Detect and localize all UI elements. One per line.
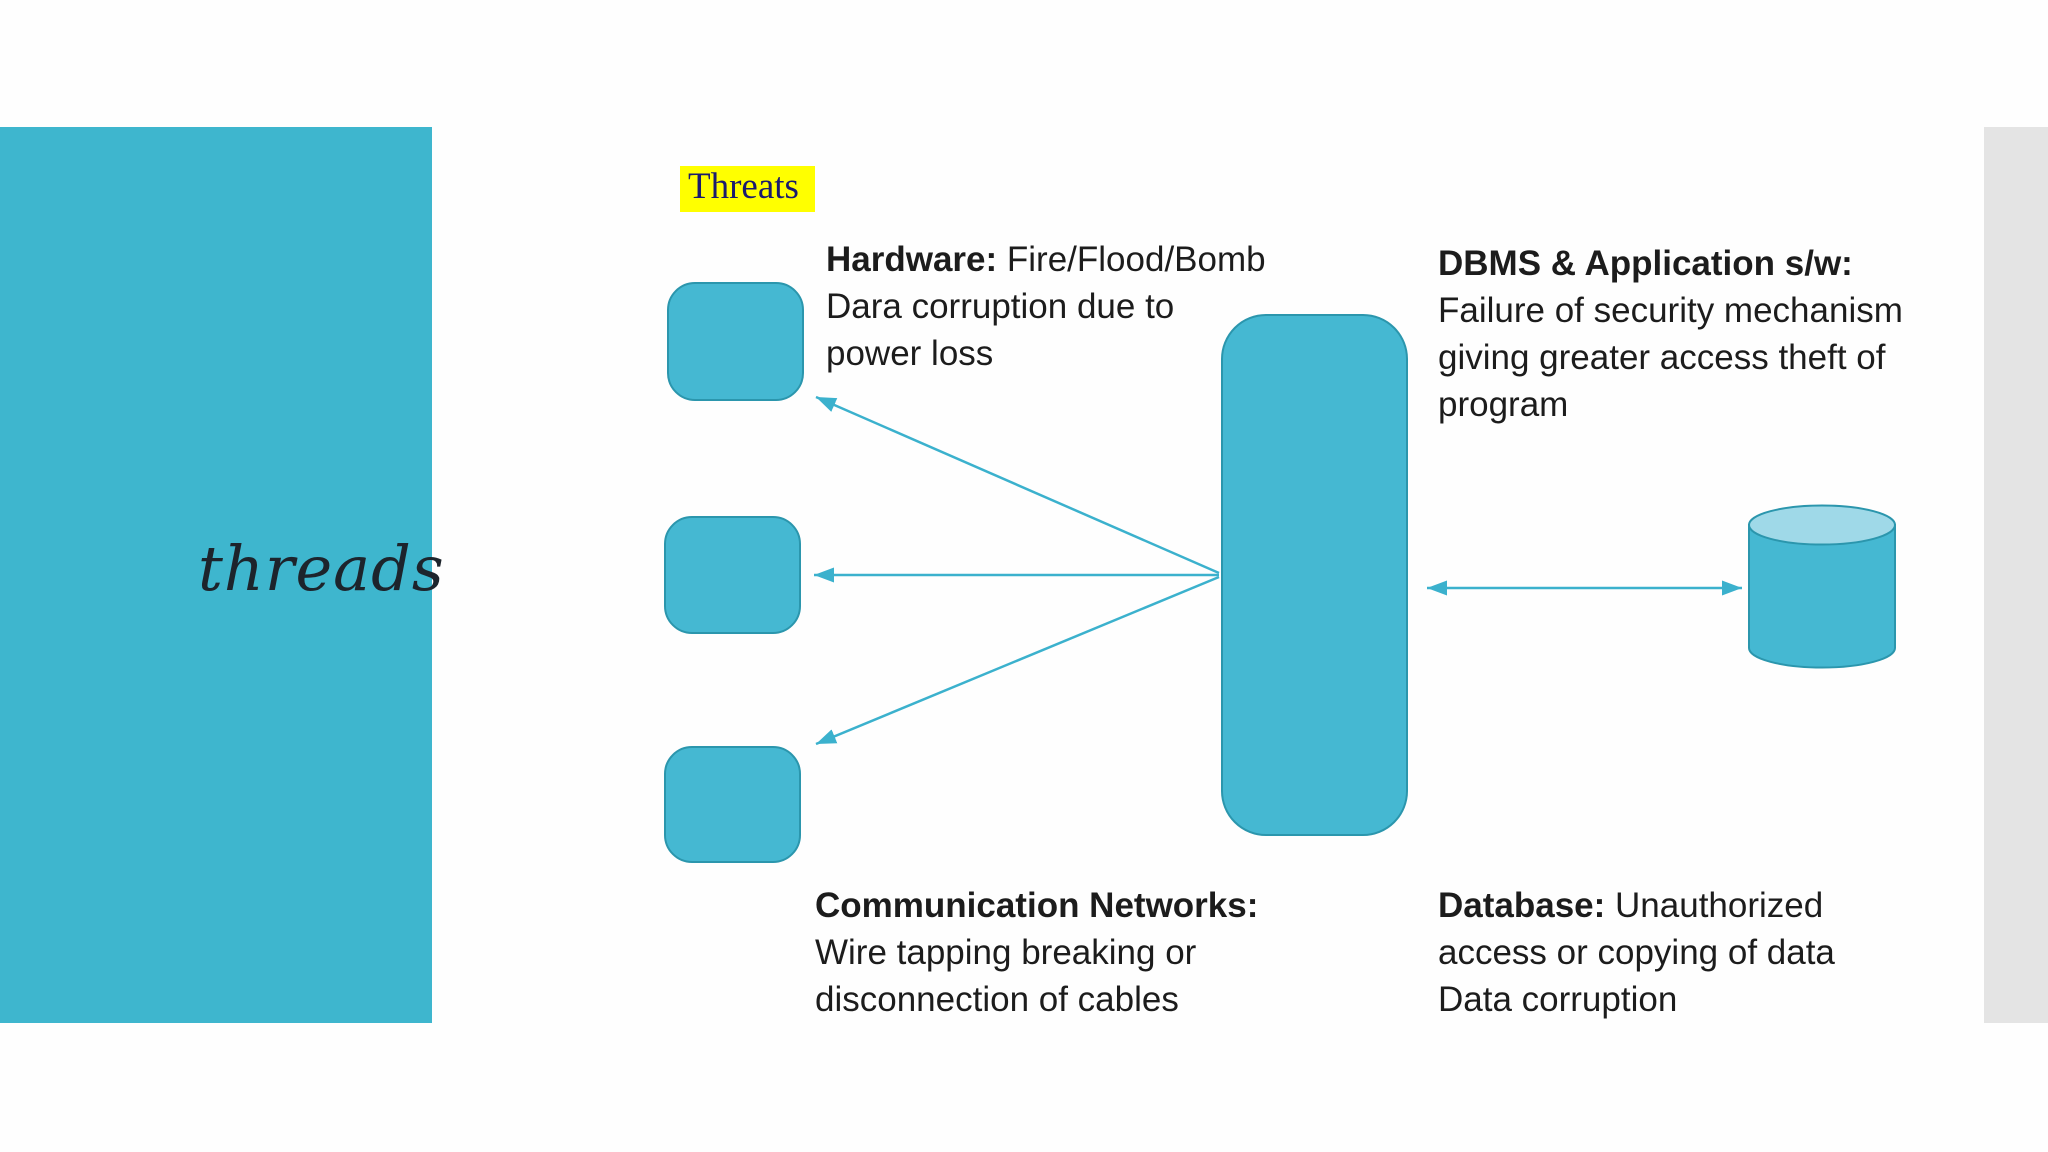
database-line-3: Data corruption — [1438, 980, 1678, 1019]
database-heading-rest: Unauthorized — [1605, 886, 1824, 925]
communication-threat-text: Communication Networks: Wire tapping bre… — [815, 882, 1258, 1023]
dbms-line-4: program — [1438, 385, 1569, 424]
database-line-2: access or copying of data — [1438, 933, 1835, 972]
arrow-to-hardware-top — [815, 395, 1220, 575]
comm-line-2: Wire tapping breaking or — [815, 933, 1197, 972]
database-line-1: Database: Unauthorized — [1438, 882, 1835, 929]
hardware-threat-text: Hardware: Fire/Flood/Bomb Dara corruptio… — [826, 236, 1266, 377]
right-gray-strip — [1984, 127, 2048, 1023]
dbms-heading: DBMS & Application s/w: — [1438, 244, 1853, 283]
dbms-box — [1221, 314, 1408, 836]
hardware-line-3: power loss — [826, 334, 994, 373]
comm-heading: Communication Networks: — [815, 886, 1259, 925]
database-heading: Database: — [1438, 886, 1606, 925]
database-threat-text: Database: Unauthorized access or copying… — [1438, 882, 1835, 1023]
hardware-box-bottom — [664, 746, 801, 863]
comm-line-1: Communication Networks: — [815, 882, 1258, 929]
hardware-box-middle — [664, 516, 801, 634]
comm-line-3: disconnection of cables — [815, 980, 1179, 1019]
hardware-box-top — [667, 282, 804, 401]
panel-title-threads: threads — [198, 532, 445, 605]
hardware-heading-rest: Fire/Flood/Bomb — [997, 240, 1266, 279]
arrow-to-hardware-bottom — [815, 575, 1220, 746]
hardware-line-2: Dara corruption due to — [826, 287, 1175, 326]
slide-title-highlight: Threats — [680, 166, 815, 212]
dbms-line-2: Failure of security mechanism — [1438, 291, 1903, 330]
dbms-line-1: DBMS & Application s/w: — [1438, 240, 1903, 287]
left-teal-panel: threads — [0, 127, 444, 1023]
hardware-line-1: Hardware: Fire/Flood/Bomb — [826, 236, 1266, 283]
database-cylinder-body — [1748, 524, 1896, 669]
dbms-line-3: giving greater access theft of — [1438, 338, 1886, 377]
dbms-threat-text: DBMS & Application s/w: Failure of secur… — [1438, 240, 1903, 428]
database-cylinder-top — [1748, 504, 1896, 546]
hardware-heading: Hardware: — [826, 240, 998, 279]
slide-title: Threats — [688, 166, 799, 207]
